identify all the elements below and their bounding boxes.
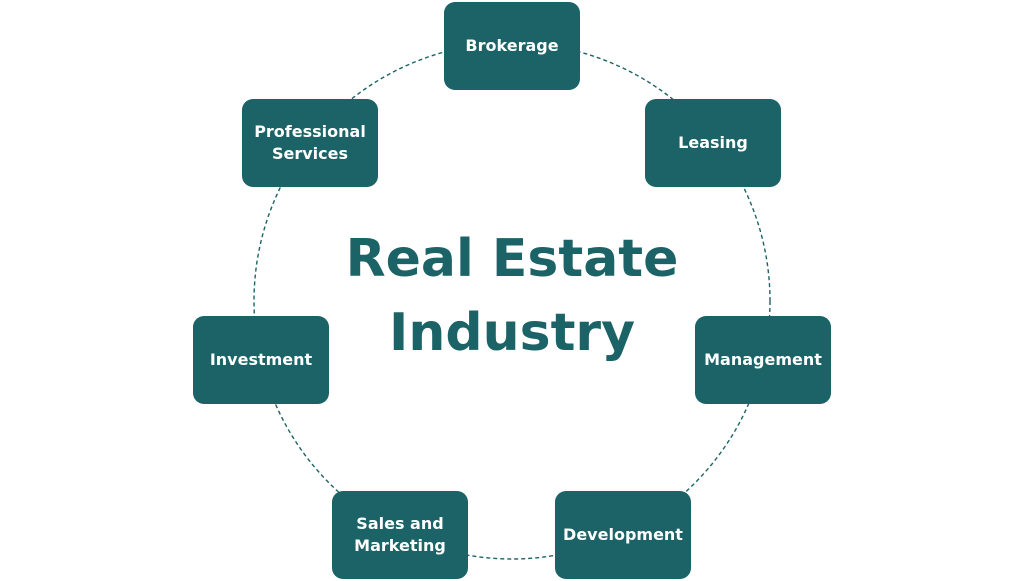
node-professional-services: Professional Services [242,99,378,187]
node-leasing: Leasing [645,99,781,187]
node-investment: Investment [193,316,329,404]
node-sales-and-marketing-label: Sales and Marketing [354,514,446,555]
node-sales-and-marketing: Sales and Marketing [332,491,468,579]
node-development-label: Development [563,525,683,544]
node-development: Development [555,491,691,579]
node-management-label: Management [704,350,822,369]
node-professional-services-label: Professional Services [254,122,366,163]
node-leasing-label: Leasing [678,133,748,152]
node-brokerage-label: Brokerage [465,36,559,55]
node-management: Management [695,316,831,404]
title-line-1: Real Estate [345,229,679,289]
node-brokerage: Brokerage [444,2,580,90]
diagram-title: Real Estate Industry [312,222,712,370]
node-investment-label: Investment [209,350,313,369]
title-line-2: Industry [389,303,635,363]
